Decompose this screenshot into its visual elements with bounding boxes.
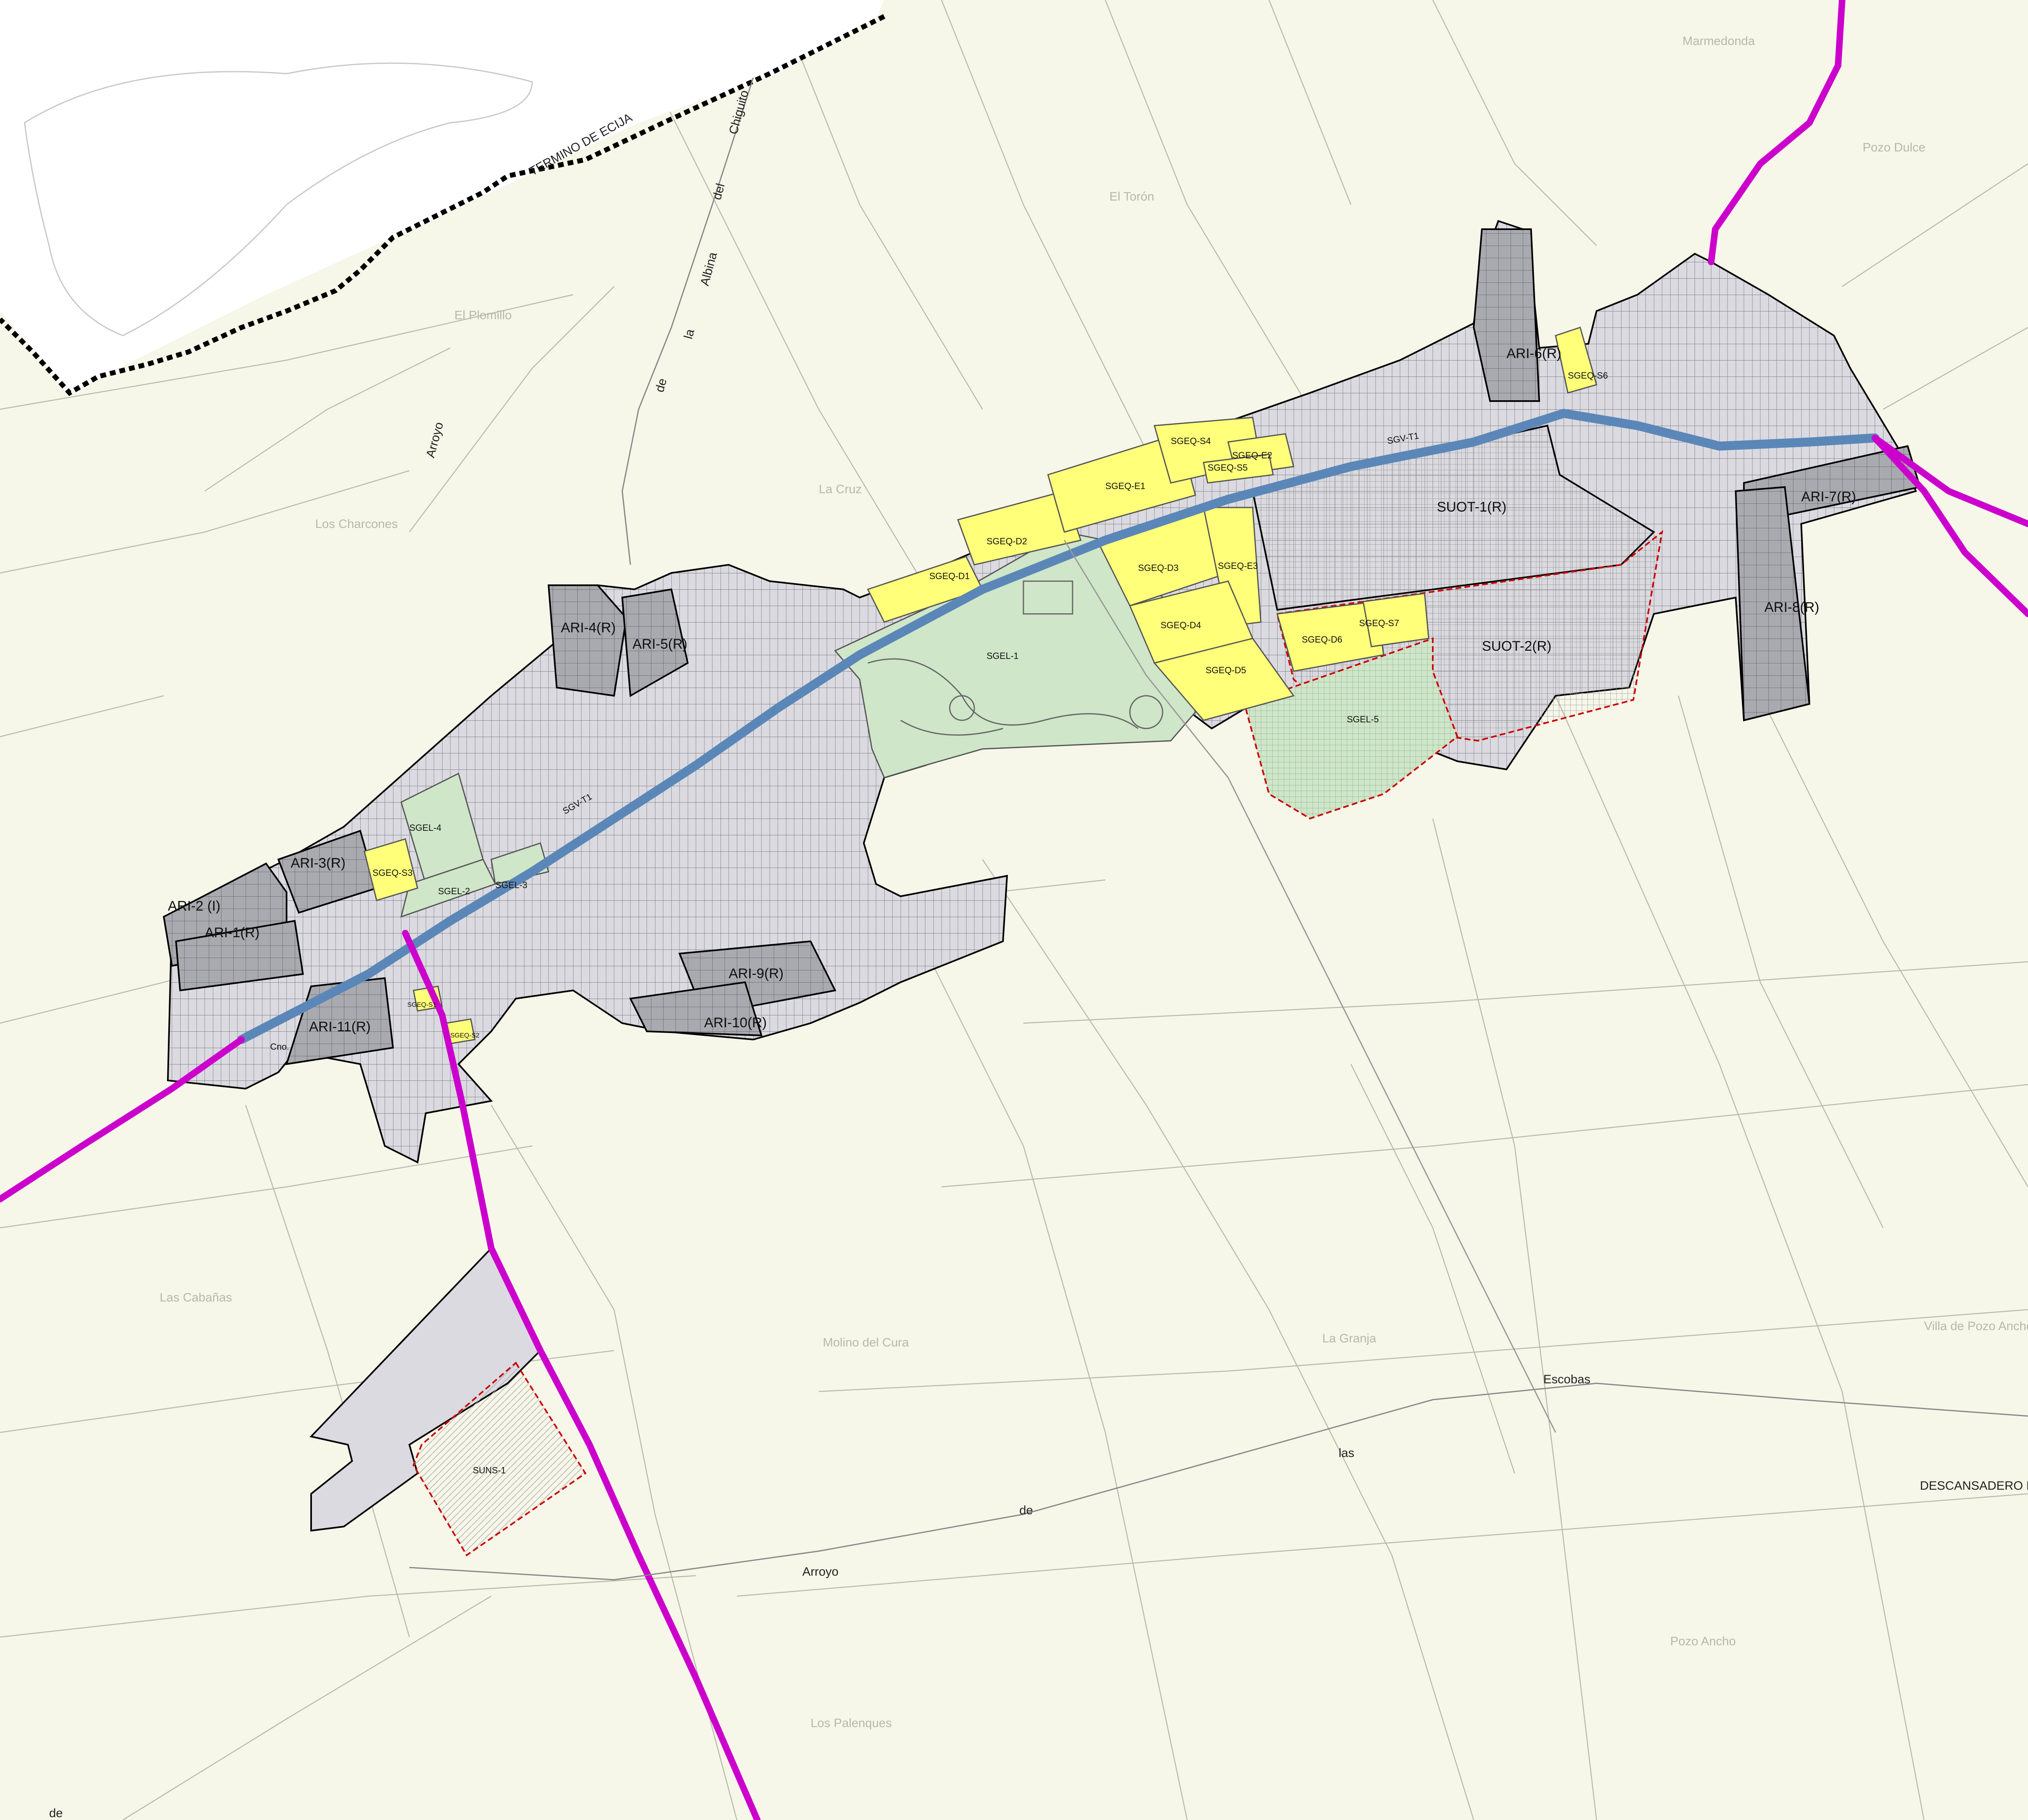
ari-6-area (1472, 228, 1540, 402)
place-name: El Torón (1109, 190, 1154, 203)
place-name: El Plomillo (454, 309, 512, 322)
zone-label: ARI-5(R) (632, 636, 687, 652)
ari-labels: ARI-1(R) ARI-2 (I) ARI-3(R) ARI-4(R) ARI… (168, 346, 1856, 1035)
sgeq-s3-area (364, 838, 418, 901)
zone-label: SUOT-1(R) (1437, 499, 1506, 515)
zone-label: ARI-1(R) (205, 925, 260, 940)
place-name: La Cruz (819, 483, 862, 496)
sgeq-s7-area (1362, 593, 1430, 647)
sgeq-e1-area (1047, 433, 1196, 533)
stream-albina (621, 77, 754, 565)
zone-label: SGEQ-S4 (1171, 436, 1211, 446)
suns-1-area (412, 1361, 587, 1556)
zone-label: SGEQ-S2 (450, 1032, 479, 1039)
place-names: El Plomillo Los Charcones El Torón Marme… (160, 34, 2028, 1730)
zone-label: SGEQ-S7 (1359, 618, 1399, 628)
sgel-labels: SGEL-1 SGEL-2 SGEL-3 SGEL-4 SGEL-5 (409, 651, 1379, 896)
zone-label: ARI-9(R) (729, 966, 784, 981)
zone-label: SGEQ-D1 (929, 571, 970, 581)
sgel-5-area (1243, 637, 1459, 820)
stream-escobas (409, 1382, 2028, 1581)
place-name: La Granja (1322, 1332, 1376, 1345)
place-name: Los Charcones (315, 517, 398, 531)
highway-north (1708, 0, 1845, 265)
sgeq-labels: SGEQ-D1 SGEQ-D2 SGEQ-D3 SGEQ-D4 SGEQ-D5 … (373, 370, 1608, 1039)
zone-label: SGEQ-E1 (1105, 481, 1145, 491)
ari-zones (163, 228, 1921, 1065)
place-name: Las Cabañas (160, 1291, 232, 1304)
sgeq-s6-area (1555, 327, 1597, 394)
ari-1-area (175, 920, 304, 992)
sgeq-s5-area (1203, 453, 1274, 484)
stream-label: de (1019, 1504, 1033, 1517)
stream-label: las (1339, 1446, 1354, 1460)
equipment-zones (364, 327, 1597, 1044)
place-name: Los Palenques (811, 1716, 892, 1730)
suot-1-area (1251, 424, 1655, 611)
highway-south (402, 930, 761, 1820)
zone-label: ARI-4(R) (561, 620, 616, 636)
ari-4-area (547, 584, 628, 697)
descansadero-label: DESCANSADERO DEL (1920, 1479, 2028, 1493)
place-name: Pozo Ancho (1670, 1635, 1736, 1648)
zone-label: SGEQ-E2 (1232, 450, 1272, 460)
zone-label: SGEQ-D2 (987, 536, 1027, 546)
zone-label: SUOT-2(R) (1482, 638, 1551, 654)
zone-label: SGEQ-S6 (1568, 370, 1608, 381)
municipal-boundary (0, 14, 885, 396)
stream-label: Escobas (1543, 1373, 1590, 1386)
zone-label: SGEL-5 (1347, 714, 1379, 724)
place-name: Marmedonda (1682, 34, 1755, 48)
zone-label: ARI-3(R) (291, 855, 346, 871)
zone-label: SGEL-4 (409, 823, 441, 833)
zone-label: SGEQ-S5 (1208, 462, 1248, 473)
zone-label: SGEQ-D6 (1302, 634, 1342, 645)
ari-5-area (621, 588, 689, 697)
place-name: Pozo Dulce (1863, 141, 1925, 154)
zone-label: SGEL-2 (438, 886, 470, 896)
zone-label: SGEQ-D4 (1161, 620, 1201, 630)
zone-label: ARI-7(R) (1801, 489, 1856, 505)
zone-label: ARI-11(R) (309, 1019, 371, 1035)
river-outline (24, 62, 533, 336)
place-name: Molino del Cura (823, 1336, 909, 1349)
zone-label: SUNS-1 (473, 1465, 506, 1475)
zone-label: SGEQ-S3 (373, 868, 413, 878)
zone-label: ARI-8(R) (1764, 600, 1819, 615)
zone-label: SGEL-1 (987, 651, 1019, 661)
highway-west (0, 1036, 245, 1202)
ari-8-area (1734, 486, 1811, 722)
road-canada-real (1064, 540, 1556, 1433)
zone-label: SGEQ-D3 (1138, 563, 1179, 573)
bottom-de-label: de (49, 1806, 63, 1820)
zone-label: ARI-10(R) (704, 1015, 767, 1031)
stream-label: Arroyo (802, 1565, 838, 1579)
place-name: Villa de Pozo Ancho (1924, 1319, 2028, 1333)
ari-10-area (629, 981, 763, 1037)
highway-east-a (1872, 435, 2028, 617)
sgeq-d6-area (1276, 601, 1384, 672)
highway-east-b (1872, 435, 2028, 527)
zone-label: SGEQ-D5 (1206, 665, 1246, 675)
park-paths (867, 580, 1163, 736)
zone-label: SGEQ-S1 (407, 1001, 436, 1008)
zone-label: SGEL-3 (495, 880, 527, 890)
sgeq-d5-area (1153, 638, 1295, 721)
sgeq-d2-area (957, 490, 1082, 566)
road-label-cno: Cno. (270, 1042, 289, 1052)
zone-label: SGEQ-E3 (1218, 561, 1258, 571)
main-road-sgv-t1 (237, 408, 1879, 1044)
zone-label: ARI-2 (I) (168, 898, 220, 914)
zone-label: ARI-6(R) (1506, 346, 1561, 361)
external-territory (0, 0, 884, 393)
